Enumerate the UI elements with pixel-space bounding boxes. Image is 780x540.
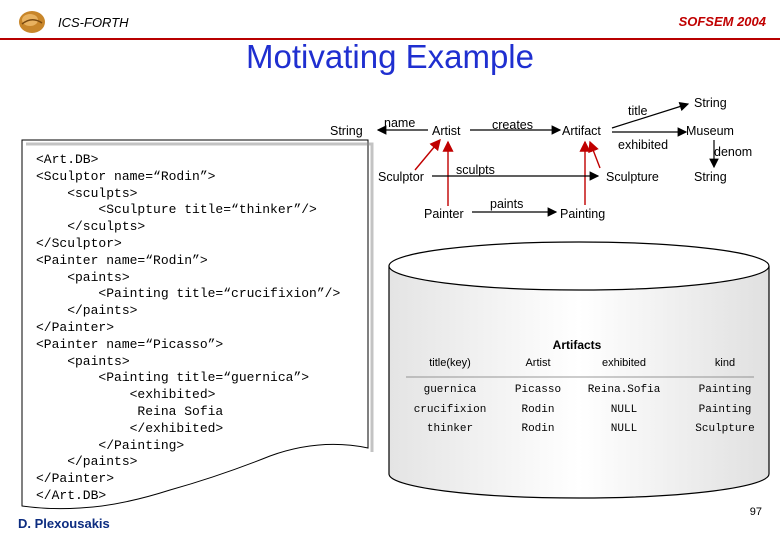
xml-line: </Sculptor> [36, 236, 122, 251]
author-label: D. Plexousakis [18, 516, 110, 531]
edge-sculpts: sculpts [456, 163, 495, 177]
node-artist: Artist [432, 124, 461, 138]
edge-denom: denom [714, 145, 753, 159]
table-cell: Painting [698, 384, 752, 396]
table-cell: guernica [423, 384, 477, 396]
node-string-left: String [330, 124, 363, 138]
table-header-cell: exhibited [601, 357, 647, 369]
table-cell: NULL [610, 403, 638, 416]
xml-line: <Painter name=“Picasso”> [36, 336, 224, 352]
table-caption: Artifacts [552, 338, 602, 352]
table-cell: thinker [426, 423, 474, 435]
node-painter: Painter [424, 207, 464, 221]
conference-label: SOFSEM 2004 [678, 14, 766, 29]
edge-creates: creates [492, 118, 533, 132]
xml-line: <Sculptor name=“Rodin”> [36, 168, 216, 184]
xml-line: <sculpts> [36, 185, 138, 201]
xml-line: </sculpts> [36, 219, 146, 235]
page-number: 97 [749, 506, 762, 518]
node-string-right: String [694, 170, 727, 184]
xml-line: <paints> [36, 353, 130, 369]
table-header-cell: Artist [525, 357, 551, 369]
xml-line: </Painting> [36, 437, 185, 453]
table-cell: Rodin [521, 423, 555, 435]
xml-line: <paints> [36, 269, 130, 285]
table-header-cell: kind [714, 357, 736, 369]
table-header-cell: title(key) [429, 357, 471, 369]
xml-line: <Sculpture title=“thinker”/> [36, 202, 317, 218]
slide-title: Motivating Example [246, 38, 534, 75]
xml-document-shape [21, 139, 374, 510]
table-cell: Sculpture [695, 423, 755, 435]
edge-paints: paints [490, 197, 524, 211]
xml-line: </paints> [36, 303, 138, 319]
xml-line: </Art.DB> [36, 488, 107, 503]
database-cylinder [388, 241, 770, 499]
xml-line: </Painter> [36, 320, 115, 335]
xml-line: <Art.DB> [36, 152, 99, 167]
xml-line: </paints> [36, 454, 138, 470]
node-artifact: Artifact [562, 124, 601, 138]
edge-exhibited: exhibited [618, 138, 669, 152]
organization-label: ICS-FORTH [58, 15, 129, 30]
xml-line: <Painter name=“Rodin”> [36, 252, 208, 268]
table-cell: Painting [698, 403, 752, 416]
xml-line: Reina Sofia [36, 404, 224, 419]
header-rule [0, 38, 780, 40]
table-cell: Picasso [514, 384, 562, 396]
node-sculptor: Sculptor [378, 170, 424, 184]
node-painting: Painting [560, 207, 606, 221]
table-cell: NULL [610, 423, 638, 435]
xml-line: <exhibited> [36, 387, 216, 403]
xml-line: <Painting title=“crucifixion”/> [36, 286, 341, 302]
node-museum: Museum [686, 124, 734, 138]
node-string-top: String [694, 96, 727, 110]
ics-forth-logo [18, 10, 46, 34]
table-cell: Reina.Sofia [587, 384, 661, 396]
table-cell: crucifixion [413, 403, 487, 416]
edge-name: name [384, 116, 416, 130]
xml-line: </exhibited> [36, 420, 224, 436]
table-cell: Rodin [521, 403, 555, 416]
xml-line: </Painter> [36, 471, 115, 487]
node-sculpture: Sculpture [606, 170, 659, 184]
xml-line: <Painting title=“guernica”> [36, 370, 310, 386]
edge-title: title [628, 104, 648, 118]
